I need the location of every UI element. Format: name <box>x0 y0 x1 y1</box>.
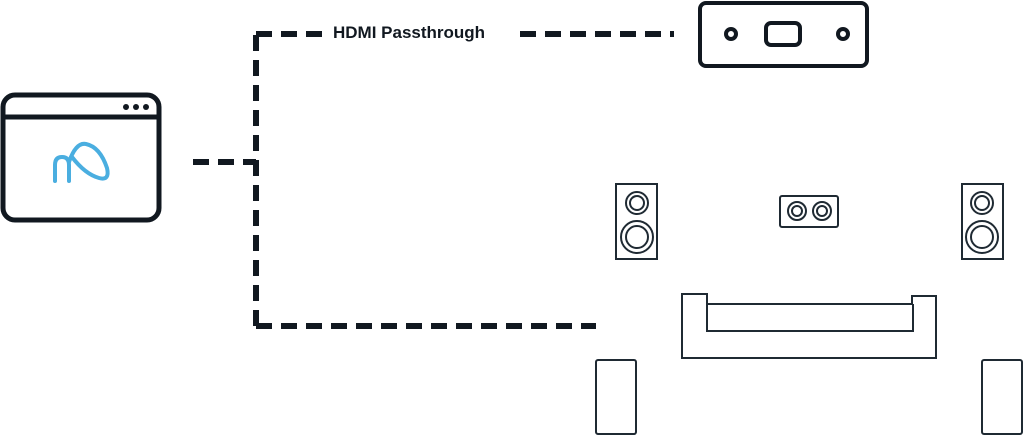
rear-speaker-right <box>981 359 1023 435</box>
logo-icon <box>53 141 110 183</box>
sofa-icon <box>681 293 937 359</box>
hdmi-passthrough-label: HDMI Passthrough <box>333 23 486 42</box>
center-speaker-icon <box>779 195 839 228</box>
browser-window-icon <box>0 92 162 223</box>
speaker-front-right <box>961 183 1004 260</box>
rear-speaker-left <box>595 359 637 435</box>
hdmi-device-icon <box>698 1 869 68</box>
speaker-front-left <box>615 183 658 260</box>
